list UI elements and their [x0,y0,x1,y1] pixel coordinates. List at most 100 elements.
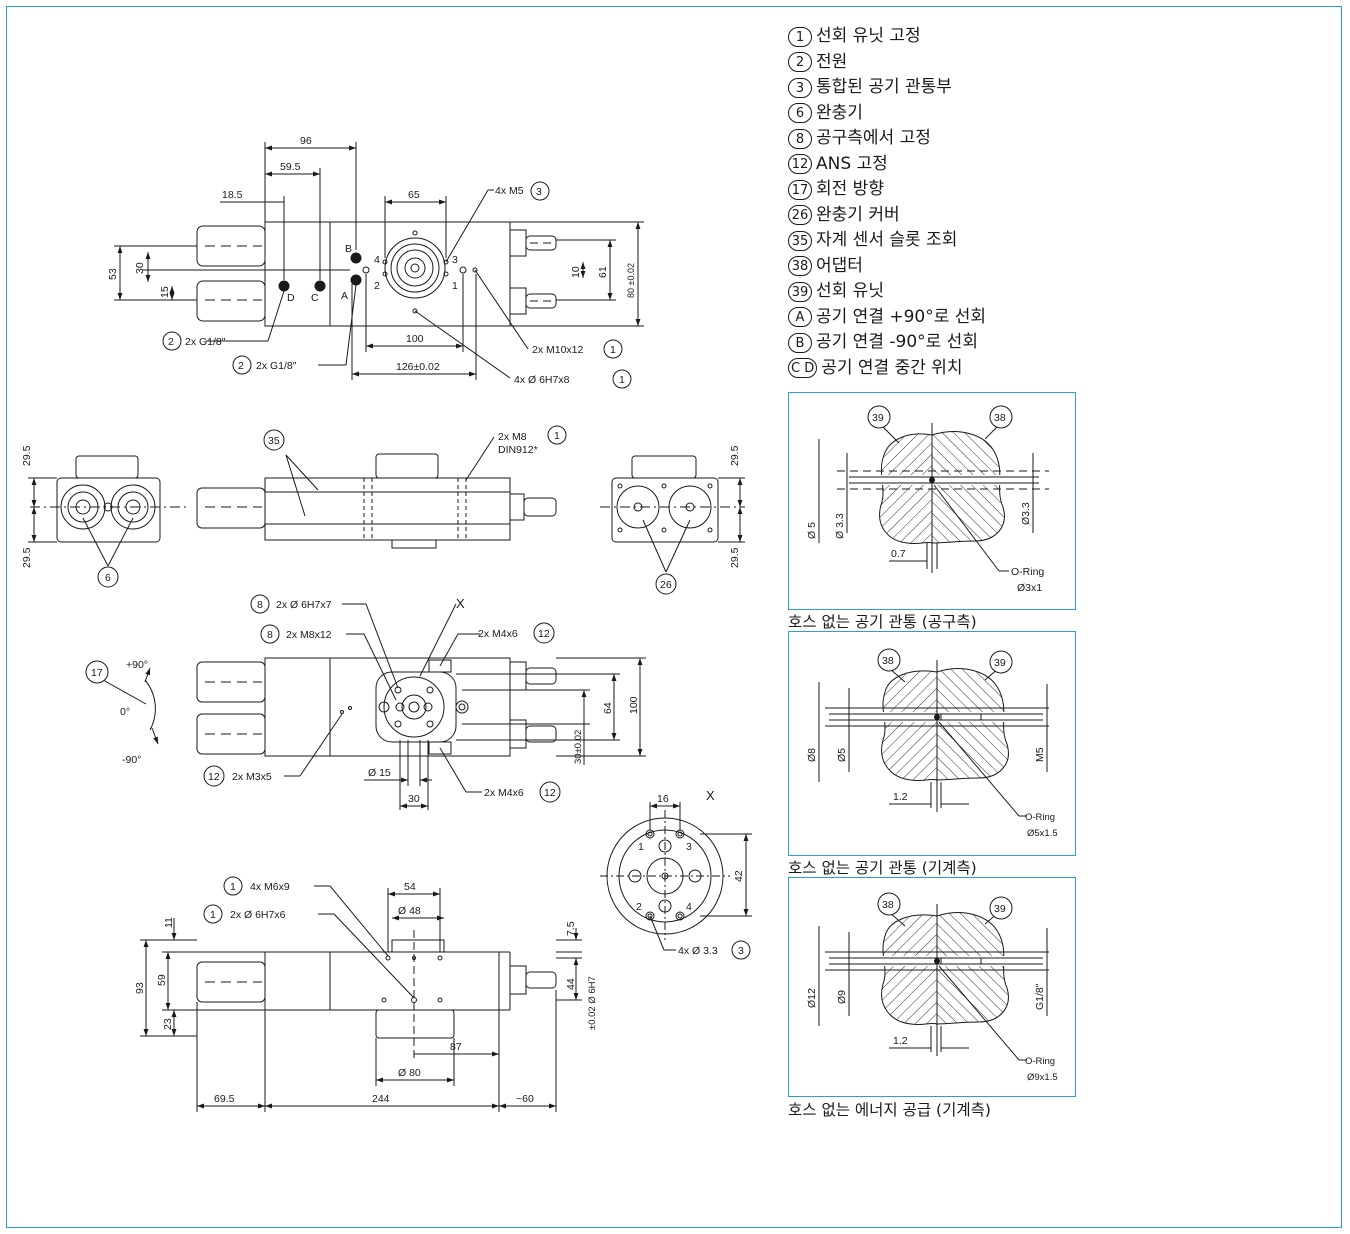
oring-size: Ø3x1 [1017,582,1042,594]
callout-m3x5: 2x M3x5 [232,771,272,783]
detail-dim: 0.7 [891,548,906,560]
ref-8-b: 8 [267,629,273,641]
detail-ref-right: 39 [994,903,1006,915]
callout-g1-8-a: 2x G1/8" [185,336,226,348]
top-view [114,142,644,380]
legend-text: 전원 [816,51,848,72]
legend-text: 선회 유닛 고정 [816,26,921,46]
legend-key: 1 [788,26,812,47]
callout-6h7x6: 2x Ø 6H7x6 [230,909,286,921]
ref-12-a: 12 [538,628,550,640]
dim-126: 126±0.02 [396,361,440,373]
ref-12-c: 12 [544,787,556,799]
port-c: C [311,292,319,304]
ref-12-b: 12 [208,771,220,783]
dim-30-front: 30 [408,793,420,805]
detail-ref-right: 38 [994,412,1006,424]
port-b: B [345,243,352,255]
dim-64: 64 [602,702,614,714]
technical-drawing: 96 59.5 18.5 65 53 30 15 61 80 ±0.02 10 … [21,135,752,1112]
drawing-frame [6,6,1342,1228]
detail-drawing: 38 39 Ø8 Ø5 M5 1.2 O-Ring Ø5x1.5 [806,648,1058,839]
dim-29-5-d: 29.5 [729,547,741,568]
dim-53: 53 [107,268,119,280]
dim-96: 96 [300,135,312,147]
legend-text: 통합된 공기 관통부 [816,77,952,97]
hole-4: 4 [686,901,692,913]
dim-23: 23 [162,1018,174,1030]
detail-dim: G1/8" [1034,983,1046,1010]
legend-key: 35 [788,230,812,251]
detail-x-view [600,802,752,951]
detail-drawing: 38 39 Ø12 Ø9 G1/8" 1.2 O-Ring Ø9x1.5 [806,892,1058,1083]
dim-65: 65 [408,189,420,201]
hole-2: 2 [636,901,642,913]
legend-key: 8 [788,128,812,149]
legend-text: 어댑터 [816,255,863,276]
ref-1-m6: 1 [230,881,236,893]
legend-text: 완충기 [816,102,863,123]
callout-g1-8-b: 2x G1/8" [256,360,297,372]
ref-1-a: 1 [610,344,616,356]
detail-box-energy-supply: 38 39 Ø12 Ø9 G1/8" 1.2 O-Ring Ø9x1.5 [788,877,1076,1097]
legend-text: 회전 방향 [816,179,884,199]
detail-dim: Ø9 [836,990,848,1004]
port-2: 2 [374,280,380,292]
callout-din912: DIN912* [498,444,538,456]
x-marker: X [456,596,465,611]
detail-dim: 1.2 [893,791,908,803]
legend-text: 공기 연결 중간 위치 [821,357,963,378]
detail-x-title: X [706,788,715,803]
ref-1-b: 1 [619,374,625,386]
callout-6h7x7: 2x Ø 6H7x7 [276,599,332,611]
callout-m8x12: 2x M8x12 [286,629,332,641]
dim-d80: Ø 80 [398,1067,421,1079]
ref-3-x: 3 [738,945,744,957]
dim-69-5: 69.5 [214,1093,235,1105]
dim-6h7-tol: ±0.02 Ø 6H7 [587,976,598,1030]
dim-10: 10 [570,266,582,278]
front-view [102,603,646,810]
legend-text: ANS 고정 [816,153,888,174]
dim-30-tol: 30±0.02 [573,730,584,764]
ref-8-a: 8 [257,599,263,611]
port-4: 4 [374,254,380,266]
detail-caption: 호스 없는 공기 관통 (공구측) [788,613,977,631]
detail-ref-left: 38 [882,655,894,667]
callout-4x-m5: 4x M5 [495,185,524,197]
callout-m6x9: 4x M6x9 [250,881,290,893]
ref-35: 35 [268,435,280,447]
side-views [28,436,745,573]
dim-100: 100 [406,333,424,345]
ref-1-6h7: 1 [210,909,216,921]
dim-44: 44 [565,978,577,990]
legend-text: 완충기 커버 [816,204,900,225]
oring-size: Ø9x1.5 [1027,1072,1058,1083]
callout-m8: 2x M8 [498,431,527,443]
port-1: 1 [452,280,458,292]
dim-100-front: 100 [628,696,640,714]
legend-key: 26 [788,205,812,226]
detail-dim: Ø8 [806,748,818,762]
ref-26: 26 [660,579,672,591]
callout-m10x12: 2x M10x12 [532,344,584,356]
oring-label: O-Ring [1025,1056,1055,1067]
legend-key: 2 [788,52,812,73]
legend-key: 39 [788,281,812,302]
ref-17: 17 [91,667,103,679]
rot-0: 0° [120,706,130,718]
bottom-view [140,885,582,1112]
detail-ref-left: 38 [882,899,894,911]
dim-60: ~60 [516,1093,534,1105]
legend-key: 12 [788,154,812,175]
legend-key: A [788,307,812,328]
oring-label: O-Ring [1011,566,1044,578]
dim-16: 16 [657,793,669,805]
